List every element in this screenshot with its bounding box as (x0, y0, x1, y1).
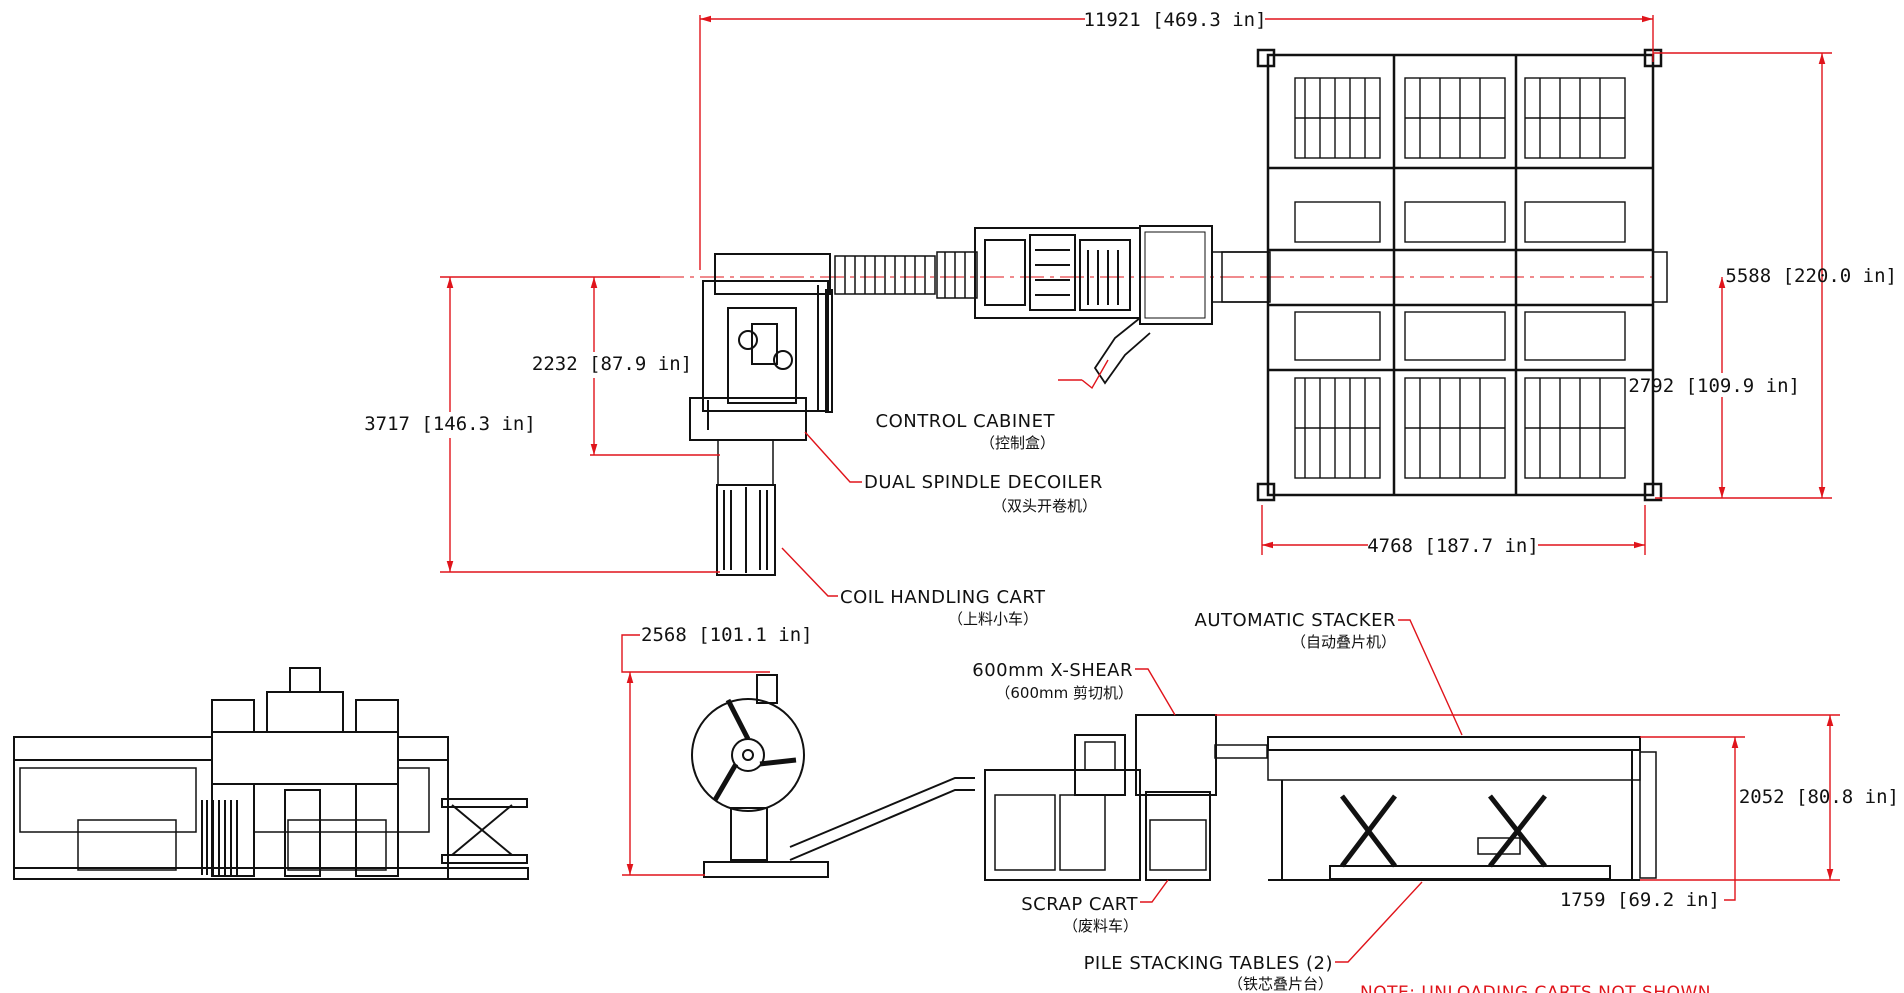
label-decoiler: DUAL SPINDLE DECOILER (864, 472, 1103, 493)
label-scrap-cart: SCRAP CART (1021, 894, 1138, 915)
side-dimensions: 2568 [101.1 in] 2052 [80.8 in] 1759 [69.… (621, 624, 1899, 911)
dim-stacker-height: 2052 [80.8 in] (1739, 786, 1899, 808)
label-control-cabinet: CONTROL CABINET (876, 411, 1056, 432)
dim-overall-length: 11921 [469.3 in] (1083, 9, 1266, 31)
conveyor-plan (834, 251, 978, 299)
label-decoiler-cn: （双头开卷机） (992, 497, 1097, 515)
label-scrap-cart-cn: （废料车） (1063, 917, 1138, 935)
dim-stacker-width: 5588 [220.0 in] (1725, 265, 1897, 287)
dim-stacker-length: 4768 [187.7 in] (1367, 535, 1539, 557)
stacker-plan (1221, 48, 1668, 502)
dim-stacker-half: 2792 [109.9 in] (1628, 375, 1800, 397)
label-pile-tables-cn: （铁芯叠片台） (1228, 975, 1333, 993)
dim-decoiler-offset: 2232 [87.9 in] (532, 353, 692, 375)
side-view (691, 674, 1657, 881)
label-coil-cart: COIL HANDLING CART (840, 587, 1046, 608)
decoiler-plan (689, 253, 833, 486)
plan-view (660, 48, 1668, 576)
dim-decoiler-height: 2568 [101.1 in] (641, 624, 813, 646)
label-coil-cart-cn: （上料小车） (948, 610, 1038, 628)
label-shear-cn: （600mm 剪切机） (995, 684, 1133, 702)
label-control-cabinet-cn: （控制盒） (980, 434, 1055, 452)
label-stacker-cn: （自动叠片机） (1291, 633, 1396, 651)
end-view (13, 667, 529, 880)
shear-plan (974, 225, 1271, 385)
plan-dimensions: 11921 [469.3 in] 5588 [220.0 in] 2792 [1… (364, 9, 1897, 573)
label-stacker: AUTOMATIC STACKER (1195, 610, 1396, 631)
label-pile-tables: PILE STACKING TABLES (2) (1084, 953, 1333, 974)
dim-cart-offset: 3717 [146.3 in] (364, 413, 536, 435)
note-text: NOTE: UNLOADING CARTS NOT SHOWN (1360, 983, 1711, 993)
coil-cart-plan (716, 484, 776, 576)
side-callouts: 600mm X-SHEAR （600mm 剪切机） AUTOMATIC STAC… (972, 610, 1463, 993)
plan-callouts: CONTROL CABINET （控制盒） DUAL SPINDLE DECOI… (781, 359, 1109, 628)
dim-table-height: 1759 [69.2 in] (1560, 889, 1720, 911)
label-shear: 600mm X-SHEAR (972, 660, 1133, 681)
